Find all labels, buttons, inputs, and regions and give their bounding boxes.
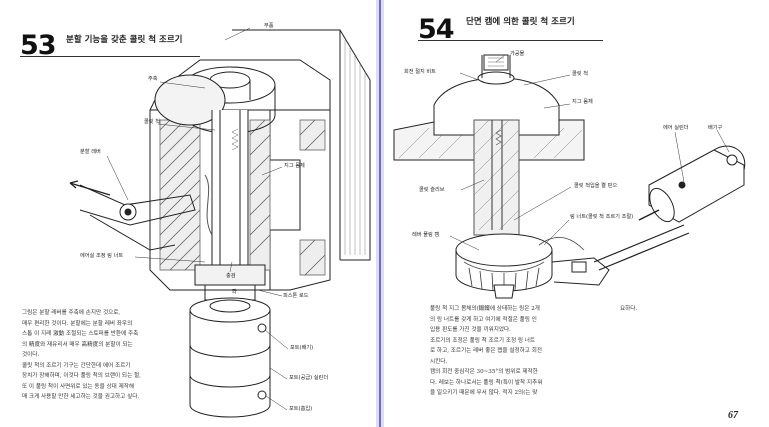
label-port-supply-cylinder: 포트(공급) 실린더 [289, 375, 329, 381]
label-collet-chuck-r: 콜릿 척 [572, 71, 588, 77]
label-lever-cam: 레버 풀링 캠 [412, 232, 440, 238]
label-chuck-pin: 콜릿 척입을 켤 핀으 [574, 183, 618, 189]
label-exhaust: 배기구 [708, 125, 723, 131]
label-rotating-bit: 회전 절지 비트 [404, 69, 436, 75]
right-paragraph-line: 입용 핀도를 가진 것을 끼워지었다. [430, 327, 511, 333]
right-side-text: 요하다. [620, 306, 638, 312]
left-paragraph-line: 매우 편리한 것이다. 분할에는 분할 레버 좌우의 [22, 320, 133, 327]
right-paragraph-line: 다. 레보는 하나로서는 풀링 척(특이 발착 지추워 [430, 379, 543, 386]
section-title-54: 단면 캠에 의한 콜릿 척 조르기 [466, 17, 575, 27]
left-paragraph-line: 의 精度와 재유리서 매우 高精度의 분할이 되는 [22, 341, 133, 348]
page-divider [376, 0, 384, 427]
label-piston-rod: 피스톤 로드 [283, 293, 309, 299]
left-paragraph-line: 장치가 장해하며, 이것다 풀링 척의 브랜이 되는 헐, [22, 373, 141, 379]
label-boo: 부품 [264, 23, 274, 29]
label-port-exhaust: 포트(배기) [290, 345, 314, 351]
title-underline [418, 40, 603, 41]
label-indexing-lever: 분할 레버 [80, 149, 101, 155]
left-page: 53 분할 기능을 갖춘 콜릿 척 조르기 [0, 0, 376, 427]
label-air-cylinder: 에어 실린더 [663, 125, 689, 131]
right-paragraph-line: 로 하고, 조르기는 레버 좋은 랩을 설정하고 회전 [430, 348, 543, 354]
section-number-54: 54 [418, 14, 455, 45]
label-jig-body-r: 지그 몸체 [572, 99, 593, 105]
label-collet-sleeve: 콜릿 슬리브 [419, 187, 445, 193]
label-collet-chuck: 콜릿 척 [144, 119, 160, 125]
right-paragraph-line: 풀링 척 지그 몸체의(鍛鐵에 상태하는 링은 2개 [430, 306, 540, 312]
right-paragraph-line: 캠의 회전 중심각은 30~35°의 범위로 제작한 [430, 369, 538, 375]
label-air-adjust-nut: 에어실 조정 링 너트 [80, 253, 124, 259]
left-paragraph-line: 것이다. [22, 352, 40, 358]
left-paragraph-line: 콜릿 척의 조르기 기구는 간단한데 에어 조르기 [22, 362, 131, 369]
page-number: 67 [728, 410, 738, 421]
right-paragraph-line: 시킨다. [430, 358, 448, 365]
section-number-53: 53 [20, 30, 57, 61]
right-paragraph-line: 조르기의 조정은 풀링 척 조르기 조정 링 너트 [430, 337, 536, 344]
label-chungam: 충검 [226, 273, 236, 279]
label-spindle: 주축 [148, 76, 158, 82]
left-paragraph-line: 스톱 이 지레 激動 조절되는 스토퍼를 반환에 주축 [22, 331, 139, 337]
label-ring-nut: 링 너트(콜릿 척 조르기 조절) [570, 214, 634, 220]
left-paragraph-line: 또 이 풀링 척이 사면위로 있는 동을 상대 제작해 [22, 383, 135, 390]
label-workpiece: 가공물 [510, 51, 525, 57]
label-port-intake: 포트(흡입) [289, 406, 313, 412]
left-paragraph-line: 매 크게 사용할 만한 세고하는 것을 권고하고 싶다. [22, 394, 140, 400]
left-body-text: 그림은 분할 레버를 주축에 손지만 것으로, 매우 편리한 것이다. 분할에는… [22, 308, 141, 403]
face-cam-collet-chuck-figure [393, 54, 746, 299]
title-underline [20, 56, 200, 57]
section-title-53: 분할 기능을 갖춘 콜릿 척 조르기 [66, 35, 183, 45]
label-jig-body: 지그 몸체 [284, 163, 305, 169]
right-paragraph-line: 을 일으키기 때문에 무서 않다. 적지 2의(는 맞 [430, 390, 538, 396]
right-page: 54 단면 캠에 의한 콜릿 척 조르기 [384, 0, 769, 427]
right-paragraph-line: 의 링 너트를 갖게 하고 여기에 적절은 풀링 인 [430, 316, 537, 323]
label-jwa: 좌 [232, 289, 237, 295]
left-paragraph-line: 그림은 분할 레버를 주축에 손지만 것으로, [22, 310, 121, 316]
right-body-text: 풀링 척 지그 몸체의(鍛鐵에 상태하는 링은 2개 의 링 너트를 갖게 하고… [430, 304, 542, 399]
collet-chuck-indexing-figure [69, 27, 371, 418]
